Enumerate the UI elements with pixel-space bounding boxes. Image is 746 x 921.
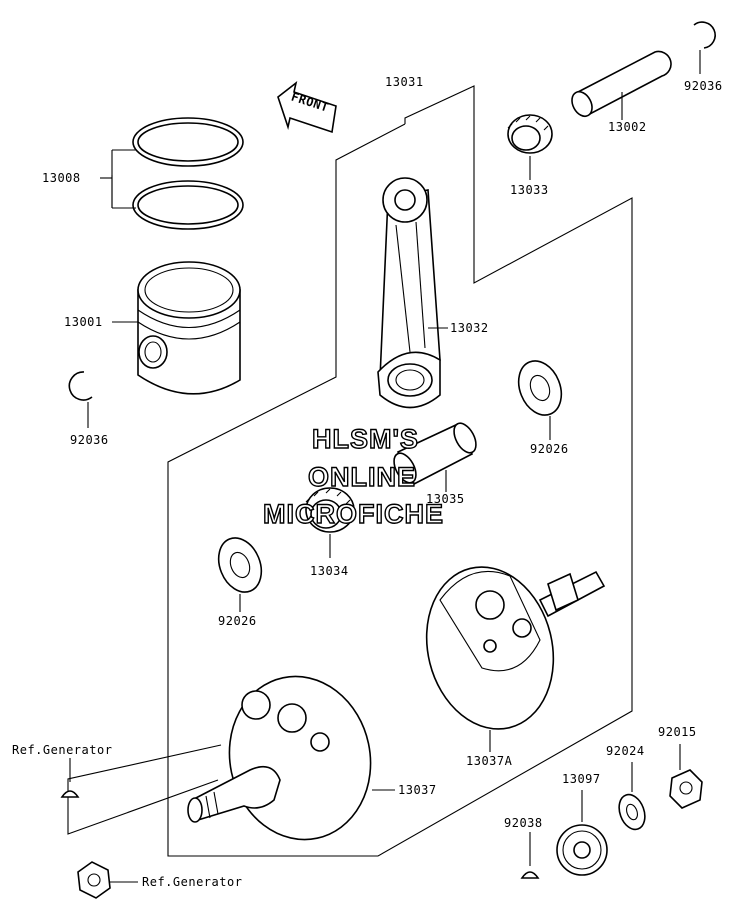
part-label-13037A: 13037A — [466, 754, 513, 768]
part-label-92036-top: 92036 — [684, 79, 723, 93]
thrust-washer-right-icon — [517, 360, 563, 440]
circlip-left-icon — [68, 371, 93, 401]
nut-icon — [669, 744, 703, 809]
gear-icon — [556, 790, 608, 876]
piston-rings-icon — [100, 117, 244, 230]
circlip-top-right-icon — [693, 21, 716, 49]
part-label-13002: 13002 — [608, 120, 647, 134]
part-label-ref-generator-bottom: Ref.Generator — [142, 875, 242, 889]
generator-nut-icon — [77, 861, 138, 899]
part-label-92026-right: 92026 — [530, 442, 569, 456]
part-label-92038: 92038 — [504, 816, 543, 830]
part-label-13097: 13097 — [562, 772, 601, 786]
connecting-rod-icon — [377, 177, 448, 409]
part-label-13035: 13035 — [426, 492, 465, 506]
woodruff-key-icon — [520, 871, 540, 879]
part-label-92036-left: 92036 — [70, 433, 109, 447]
part-label-13037: 13037 — [398, 783, 437, 797]
assembly-outline — [167, 85, 633, 857]
watermark-line-3: MICROFICHE — [263, 499, 444, 529]
washer-icon — [618, 762, 646, 831]
crankshaft-left-half-icon — [187, 675, 395, 841]
watermark-line-1: HLSM'S — [312, 424, 419, 454]
part-label-13033: 13033 — [510, 183, 549, 197]
thrust-washer-left-icon — [217, 537, 263, 612]
generator-bracket-line — [67, 744, 222, 835]
part-label-13031: 13031 — [385, 75, 424, 89]
watermark-line-2: ONLINE — [308, 462, 416, 492]
part-label-13034: 13034 — [310, 564, 349, 578]
front-arrow-icon: FRONT — [277, 81, 337, 134]
part-label-92026-left: 92026 — [218, 614, 257, 628]
part-label-13032: 13032 — [450, 321, 489, 335]
part-label-ref-generator-top: Ref.Generator — [12, 743, 112, 757]
part-label-13008: 13008 — [42, 171, 81, 185]
piston-pin-icon — [571, 50, 672, 120]
crankshaft-right-half-icon — [425, 566, 606, 752]
part-label-92015: 92015 — [658, 725, 697, 739]
part-label-92024: 92024 — [606, 744, 645, 758]
crank-pin-icon — [393, 422, 477, 492]
generator-key-icon — [60, 790, 80, 798]
needle-bearing-small-icon — [507, 114, 553, 180]
needle-bearing-big-icon — [305, 487, 355, 558]
part-label-13001: 13001 — [64, 315, 103, 329]
piston-icon — [112, 261, 241, 395]
